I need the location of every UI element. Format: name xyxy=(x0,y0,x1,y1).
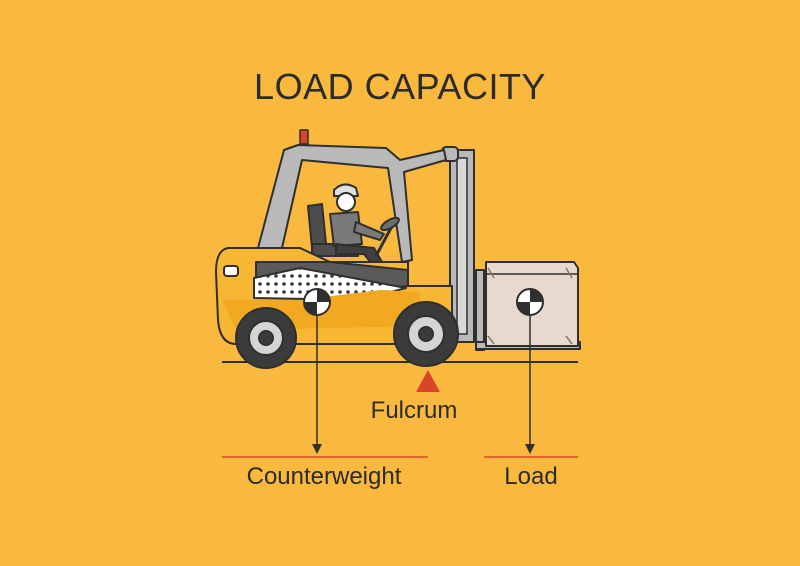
load-label: Load xyxy=(504,463,558,490)
counterweight-arrow xyxy=(312,315,322,454)
overhead-guard xyxy=(257,144,447,263)
beacon-light xyxy=(299,129,309,145)
rear-wheel xyxy=(235,307,297,369)
fork-carriage xyxy=(475,269,485,351)
center-of-mass-icon xyxy=(303,288,331,316)
fulcrum-label: Fulcrum xyxy=(370,397,458,424)
load-arrow xyxy=(525,315,535,454)
diagram-title: LOAD CAPACITY xyxy=(254,66,546,107)
fulcrum-triangle-icon xyxy=(416,370,440,392)
front-wheel xyxy=(393,301,459,367)
forklift-icon xyxy=(215,129,581,369)
steering-wheel xyxy=(380,216,400,232)
tail-light xyxy=(223,265,239,277)
seat xyxy=(307,203,327,249)
operator-icon xyxy=(329,183,385,265)
center-of-mass-icon xyxy=(516,288,544,316)
counterweight-label: Counterweight xyxy=(246,463,402,490)
